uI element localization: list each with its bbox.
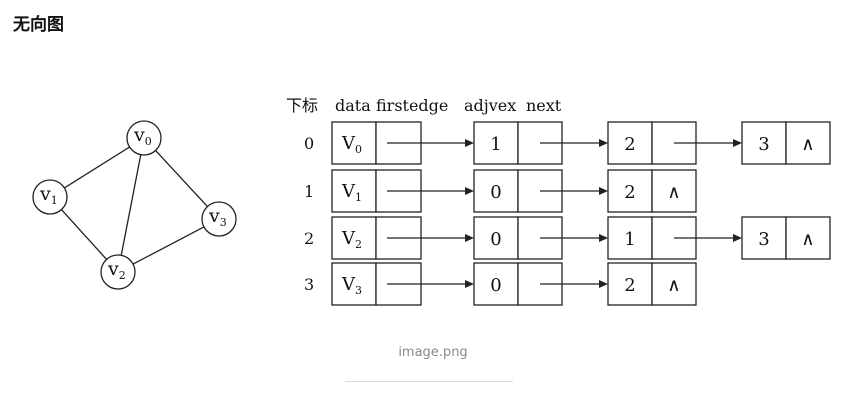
next-cell-1-1 [651, 169, 697, 213]
header-firstedge: firstedge [376, 96, 448, 115]
firstedge-arrow-1-head [465, 187, 474, 195]
row-index-3: 3 [304, 275, 314, 294]
null-pointer-3: ∧ [667, 275, 680, 296]
header-data: data [335, 96, 371, 115]
header-next: next [526, 96, 562, 115]
adjvex-cell-1-1 [607, 169, 653, 213]
vertex-data-cell-1 [331, 169, 377, 213]
adjvex-value-3-0: 0 [490, 275, 501, 296]
adjvex-cell-1-0 [473, 169, 519, 213]
adjvex-cell-2-1 [607, 216, 653, 260]
next-arrow-3-0-head [599, 280, 608, 288]
row-index-1: 1 [304, 182, 314, 201]
edge-v0-v2 [120, 154, 142, 256]
next-arrow-2-0-head [599, 234, 608, 242]
firstedge-arrow-2-head [465, 234, 474, 242]
null-pointer-0: ∧ [801, 134, 814, 155]
vertex-v3 [201, 201, 237, 237]
edge-v0-v1 [64, 146, 130, 189]
firstedge-arrow-3-head [465, 280, 474, 288]
adjvex-cell-0-0 [473, 121, 519, 165]
adjvex-value-0-2: 3 [758, 134, 769, 155]
row-index-2: 2 [304, 229, 314, 248]
header-index: 下标 [286, 96, 318, 115]
caption-divider [345, 381, 513, 382]
vertex-v0 [126, 120, 162, 156]
adjvex-value-1-1: 2 [624, 182, 635, 203]
header-adjvex: adjvex [464, 96, 516, 115]
adjvex-cell-0-2 [741, 121, 787, 165]
next-cell-3-1 [651, 262, 697, 306]
next-arrow-0-0-head [599, 139, 608, 147]
vertex-v2 [100, 254, 136, 290]
adjvex-cell-2-2 [741, 216, 787, 260]
adjvex-value-0-0: 1 [490, 134, 501, 155]
adjvex-value-2-0: 0 [490, 229, 501, 250]
edge-v2-v3 [132, 226, 205, 265]
vertex-v1 [32, 179, 68, 215]
adjvex-value-3-1: 2 [624, 275, 635, 296]
image-caption: image.png [398, 345, 468, 360]
edge-v0-v3 [155, 150, 208, 207]
edge-v1-v2 [60, 209, 108, 260]
row-index-0: 0 [304, 134, 314, 153]
adjvex-value-0-1: 2 [624, 134, 635, 155]
next-arrow-1-0-head [599, 187, 608, 195]
null-pointer-2: ∧ [801, 229, 814, 250]
vertex-data-cell-3 [331, 262, 377, 306]
adjvex-value-2-2: 3 [758, 229, 769, 250]
adjvex-value-1-0: 0 [490, 182, 501, 203]
adjvex-cell-0-1 [607, 121, 653, 165]
page-heading: 无向图 [13, 15, 64, 35]
next-cell-2-2 [785, 216, 831, 260]
null-pointer-1: ∧ [667, 182, 680, 203]
adjvex-value-2-1: 1 [624, 229, 635, 250]
table-headers: 下标 data firstedge adjvex next [286, 96, 562, 115]
next-arrow-0-1-head [733, 139, 742, 147]
next-arrow-2-1-head [733, 234, 742, 242]
next-cell-0-2 [785, 121, 831, 165]
adjvex-cell-2-0 [473, 216, 519, 260]
adjvex-cell-3-1 [607, 262, 653, 306]
firstedge-arrow-0-head [465, 139, 474, 147]
